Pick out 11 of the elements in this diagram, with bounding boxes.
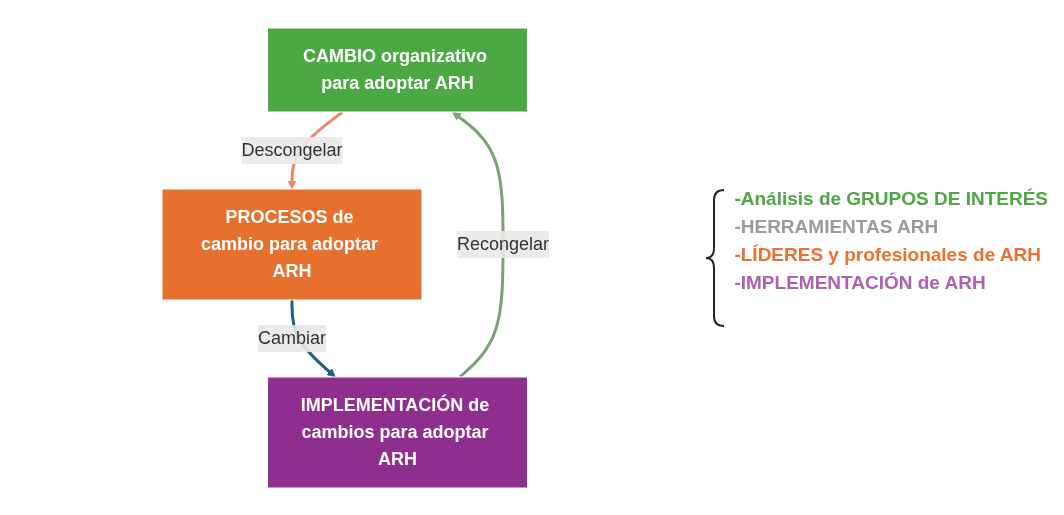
edge-label: Cambiar [257,327,326,348]
node-box: PROCESOS de cambio para adoptar ARH [161,188,423,300]
list-item: -HERRAMIENTAS ARH [734,215,940,238]
node-box: IMPLEMENTACIÓN de cambios para adoptar ARH [266,376,528,488]
edge-label: Descongelar [241,139,343,160]
node-box: CAMBIO organizativo para adoptar ARH [266,27,528,112]
list-item: -LÍDERES y profesionales de ARH [734,243,1042,266]
list-item: -Análisis de GRUPOS DE INTERÉS [734,187,1048,210]
list-item: -IMPLEMENTACIÓN de ARH [734,271,987,294]
arrow [451,111,505,378]
edge-label: Recongelar [456,233,549,254]
